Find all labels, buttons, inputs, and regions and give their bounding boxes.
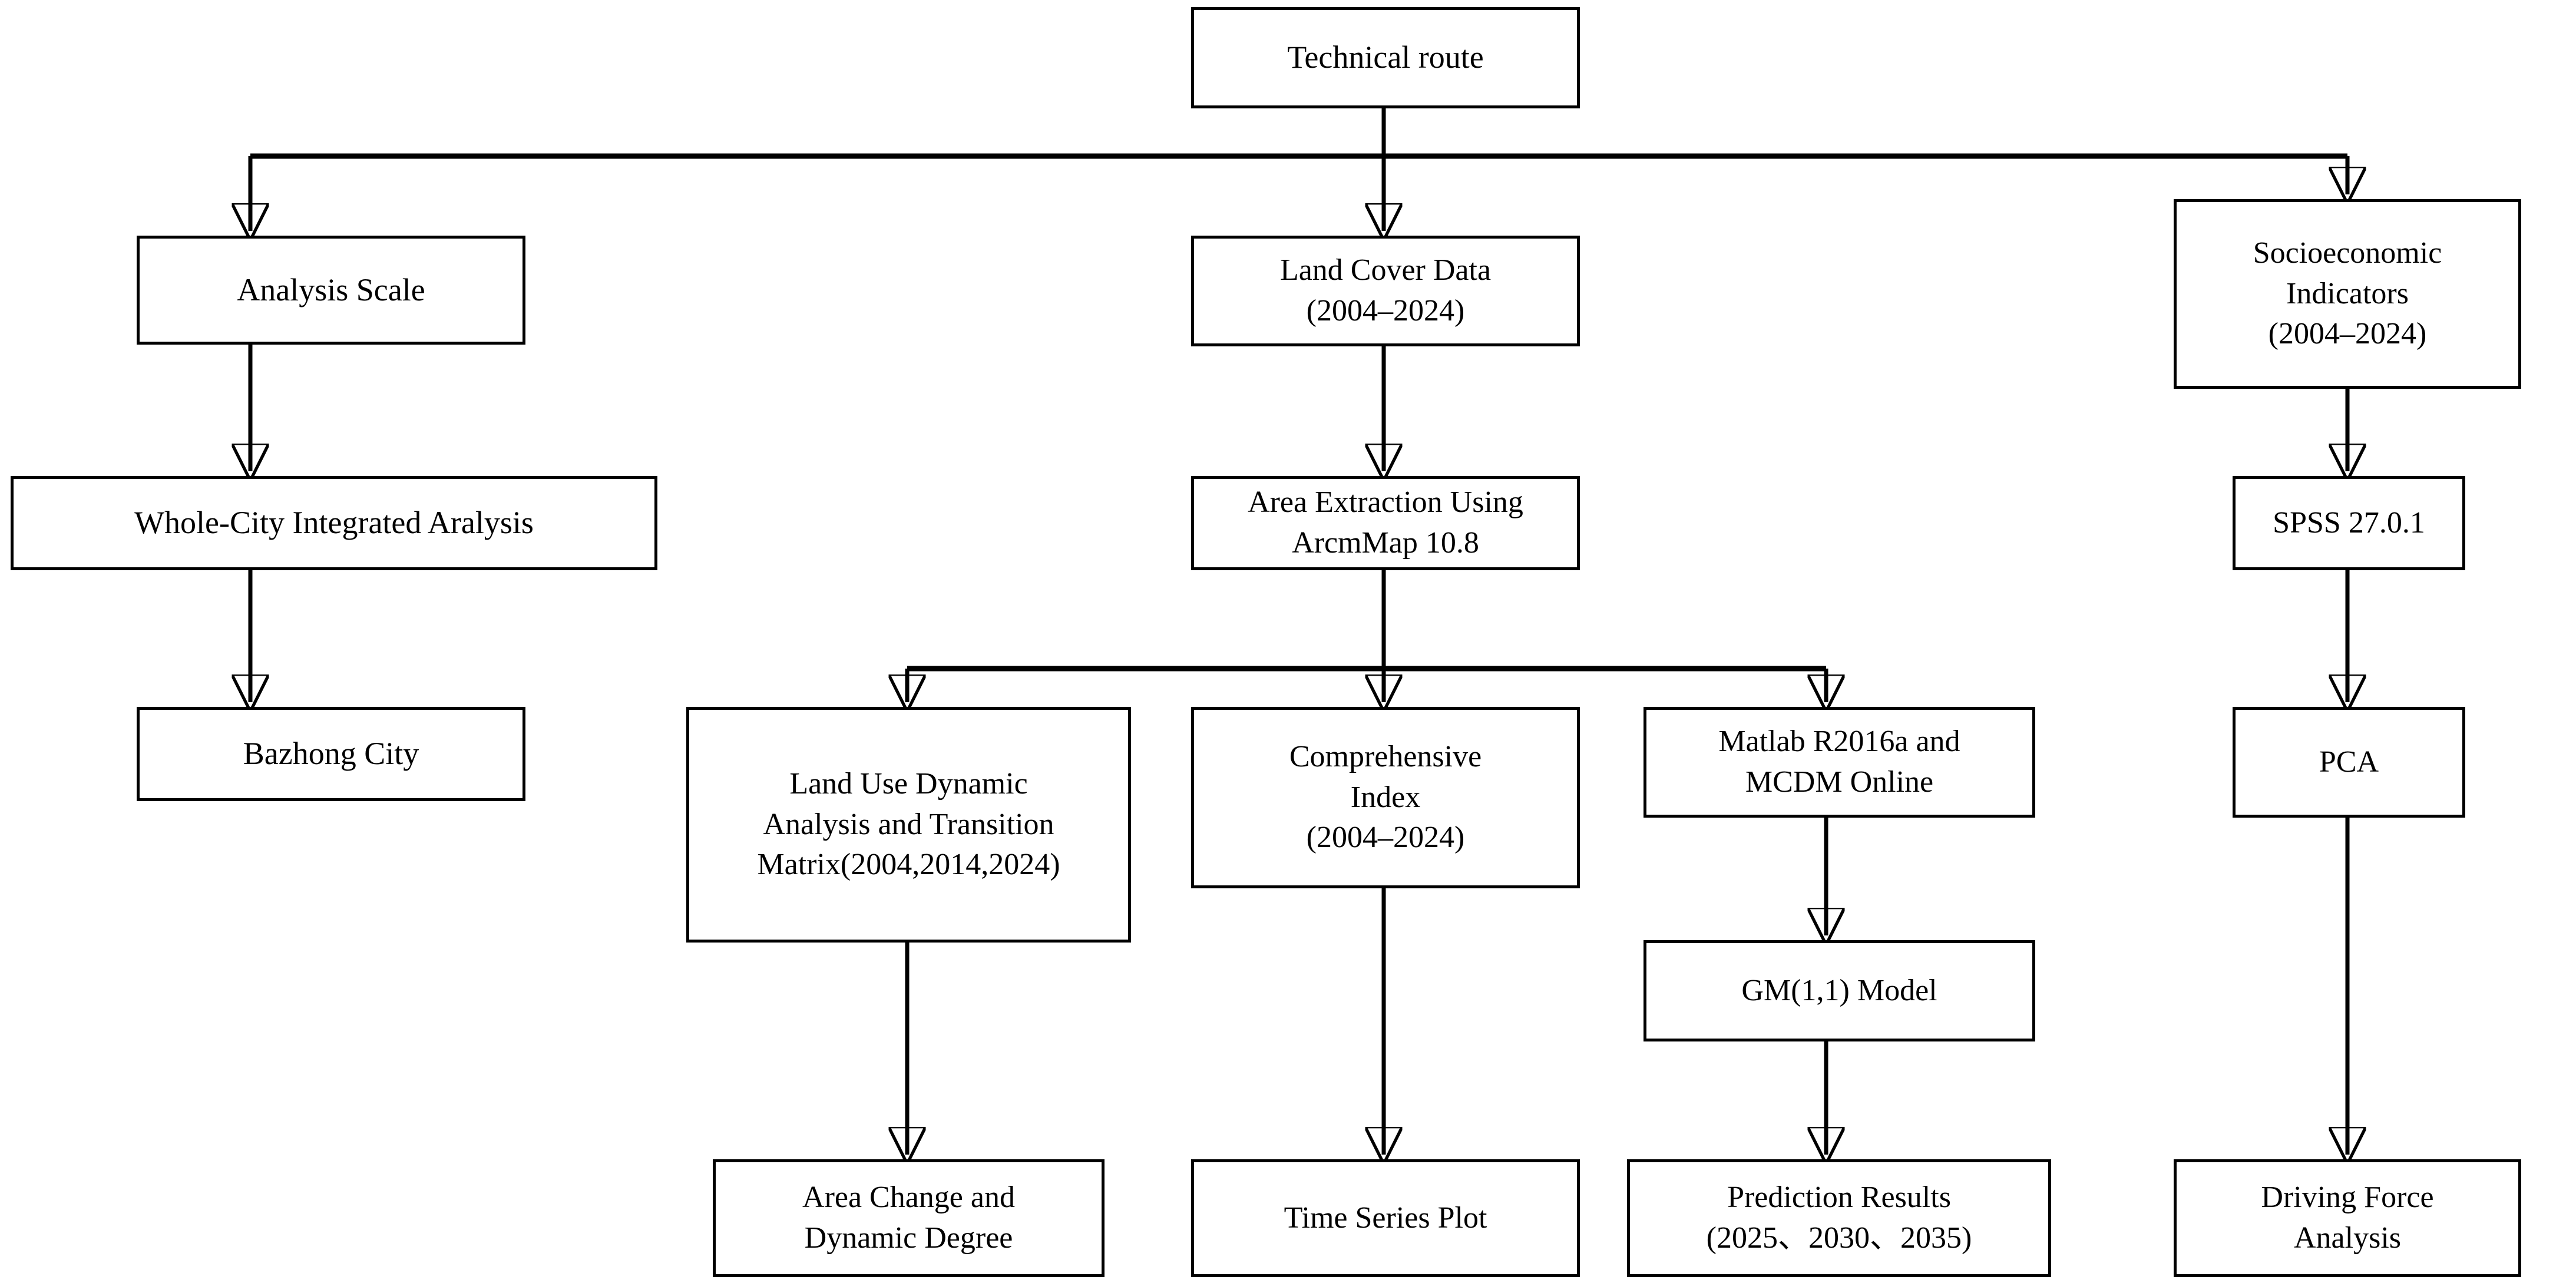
node-prediction-results-line2: (2025、2030、2035) <box>1706 1221 1972 1255</box>
node-whole-city-integrated-aralysis[interactable]: Whole-City Integrated Aralysis <box>11 476 657 570</box>
node-area-extraction-arcmap-line2: ArcmMap 10.8 <box>1292 526 1479 560</box>
node-area-extraction-arcmap-label: Area Extraction Using ArcmMap 10.8 <box>1200 482 1571 563</box>
node-land-cover-data-line2: (2004–2024) <box>1306 294 1465 328</box>
node-area-change-dynamic-degree-label: Area Change and Dynamic Degree <box>722 1178 1096 1258</box>
node-prediction-results[interactable]: Prediction Results (2025、2030、2035) <box>1627 1159 2051 1277</box>
node-time-series-plot-label: Time Series Plot <box>1284 1201 1487 1235</box>
node-whole-city-integrated-aralysis-label: Whole-City Integrated Aralysis <box>134 505 534 541</box>
node-matlab-mcdm-online-line1: Matlab R2016a and <box>1718 725 1960 759</box>
node-socioeconomic-indicators[interactable]: Socioeconomic Indicators (2004–2024) <box>2174 199 2521 389</box>
node-prediction-results-line1: Prediction Results <box>1727 1181 1951 1215</box>
node-spss[interactable]: SPSS 27.0.1 <box>2233 476 2465 570</box>
node-land-cover-data-label: Land Cover Data (2004–2024) <box>1200 250 1571 331</box>
node-driving-force-analysis-label: Driving Force Analysis <box>2183 1178 2512 1258</box>
node-pca-label: PCA <box>2319 745 2379 779</box>
node-comprehensive-index-line1: Comprehensive <box>1289 740 1482 774</box>
node-socioeconomic-indicators-label: Socioeconomic Indicators (2004–2024) <box>2183 233 2512 355</box>
node-gm-1-1-model[interactable]: GM(1,1) Model <box>1644 940 2035 1041</box>
node-comprehensive-index-line2: Index <box>1350 780 1421 814</box>
node-land-use-dynamic-analysis-line1: Land Use Dynamic <box>789 767 1028 801</box>
node-land-cover-data-line1: Land Cover Data <box>1279 253 1492 287</box>
node-socioeconomic-indicators-line2: Indicators <box>2286 276 2409 310</box>
node-driving-force-analysis-line2: Analysis <box>2294 1221 2401 1255</box>
node-area-change-dynamic-degree-line2: Dynamic Degree <box>804 1221 1013 1255</box>
node-socioeconomic-indicators-line3: (2004–2024) <box>2268 317 2427 351</box>
node-time-series-plot[interactable]: Time Series Plot <box>1191 1159 1580 1277</box>
node-gm-1-1-model-label: GM(1,1) Model <box>1741 973 1937 1007</box>
node-pca[interactable]: PCA <box>2233 707 2465 818</box>
node-spss-label: SPSS 27.0.1 <box>2273 505 2425 540</box>
node-area-change-dynamic-degree[interactable]: Area Change and Dynamic Degree <box>713 1159 1105 1277</box>
node-area-extraction-arcmap[interactable]: Area Extraction Using ArcmMap 10.8 <box>1191 476 1580 570</box>
node-socioeconomic-indicators-line1: Socioeconomic <box>2253 236 2442 270</box>
node-technical-route[interactable]: Technical route <box>1191 7 1580 108</box>
node-comprehensive-index[interactable]: Comprehensive Index (2004–2024) <box>1191 707 1580 888</box>
node-land-use-dynamic-analysis-line3: Matrix(2004,2014,2024) <box>757 848 1060 882</box>
node-matlab-mcdm-online-line2: MCDM Online <box>1745 765 1934 799</box>
node-analysis-scale[interactable]: Analysis Scale <box>137 236 525 345</box>
node-driving-force-analysis[interactable]: Driving Force Analysis <box>2174 1159 2521 1277</box>
node-comprehensive-index-label: Comprehensive Index (2004–2024) <box>1200 737 1571 858</box>
node-land-use-dynamic-analysis-label: Land Use Dynamic Analysis and Transition… <box>695 764 1122 885</box>
node-prediction-results-label: Prediction Results (2025、2030、2035) <box>1636 1178 2042 1258</box>
node-technical-route-label: Technical route <box>1287 39 1484 75</box>
node-bazhong-city-label: Bazhong City <box>243 736 419 772</box>
node-land-use-dynamic-analysis-line2: Analysis and Transition <box>763 807 1054 841</box>
node-area-change-dynamic-degree-line1: Area Change and <box>802 1181 1015 1215</box>
node-matlab-mcdm-online[interactable]: Matlab R2016a and MCDM Online <box>1644 707 2035 818</box>
node-land-cover-data[interactable]: Land Cover Data (2004–2024) <box>1191 236 1580 346</box>
node-area-extraction-arcmap-line1: Area Extraction Using <box>1248 485 1523 520</box>
node-driving-force-analysis-line1: Driving Force <box>2261 1181 2434 1215</box>
node-bazhong-city[interactable]: Bazhong City <box>137 707 525 801</box>
node-analysis-scale-label: Analysis Scale <box>237 272 425 307</box>
node-land-use-dynamic-analysis[interactable]: Land Use Dynamic Analysis and Transition… <box>686 707 1131 943</box>
node-matlab-mcdm-online-label: Matlab R2016a and MCDM Online <box>1652 722 2026 802</box>
node-comprehensive-index-line3: (2004–2024) <box>1306 821 1465 855</box>
